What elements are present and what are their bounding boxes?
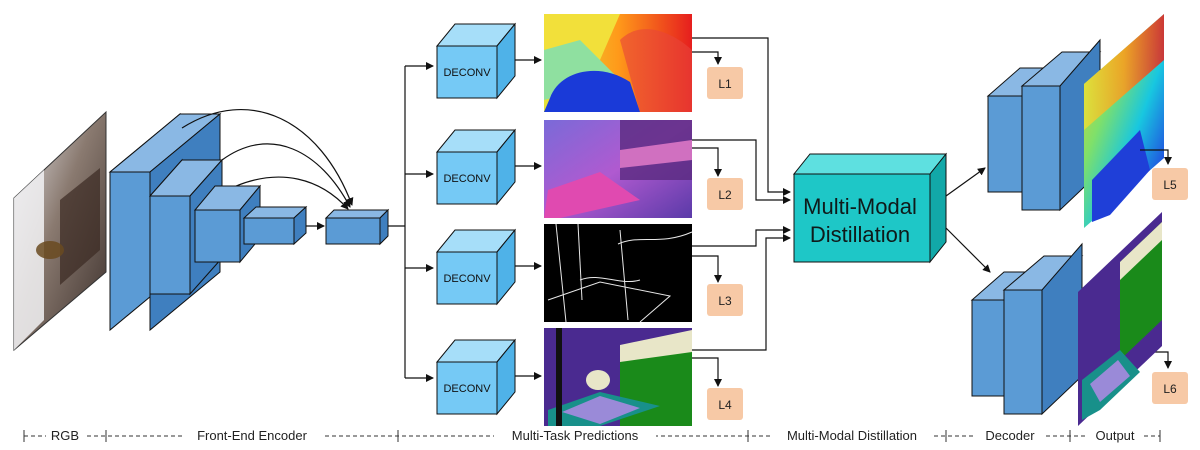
edge-prediction-image — [544, 223, 693, 323]
distillation-to-decoder-arrows — [945, 167, 991, 273]
distillation-label-line1: Multi-Modal — [803, 194, 917, 219]
output-segmentation-image — [1078, 212, 1162, 426]
stage-label-distillation: Multi-Modal Distillation — [787, 428, 917, 443]
deconv-label: DECONV — [443, 273, 491, 285]
loss-label: L4 — [718, 398, 732, 412]
stage-label-encoder: Front-End Encoder — [197, 428, 308, 443]
loss-box-l4: L4 — [707, 388, 743, 420]
deconv-label: DECONV — [443, 67, 491, 79]
rgb-input-image — [13, 110, 107, 352]
loss-label: L1 — [718, 77, 732, 91]
skip-connections — [181, 109, 354, 230]
loss-box-l3: L3 — [707, 284, 743, 316]
loss-box-l6: L6 — [1152, 372, 1188, 404]
deconv-block-2: DECONV — [435, 128, 517, 206]
encoder-block-5 — [324, 208, 390, 246]
deconv-label: DECONV — [443, 383, 491, 395]
loss-box-l2: L2 — [707, 178, 743, 210]
multi-modal-distillation-block: Multi-Modal Distillation — [792, 152, 948, 264]
loss-label: L6 — [1163, 382, 1177, 396]
prediction-to-loss-arrows — [692, 51, 722, 387]
depth-prediction-image — [544, 14, 692, 113]
loss-label: L2 — [718, 188, 732, 202]
stage-label-rgb: RGB — [51, 428, 79, 443]
semantic-segmentation-prediction-image — [544, 328, 692, 426]
loss-label: L3 — [718, 294, 732, 308]
deconv-to-prediction-arrows — [515, 56, 542, 380]
surface-normal-prediction-image — [544, 120, 692, 218]
stage-label-output: Output — [1095, 428, 1134, 443]
output-depth-image — [1084, 14, 1164, 228]
decoder-block-top — [986, 38, 1102, 212]
loss-box-l5: L5 — [1152, 168, 1188, 200]
decoder-block-bottom — [970, 242, 1084, 416]
loss-box-l1: L1 — [707, 67, 743, 99]
deconv-block-1: DECONV — [435, 22, 517, 100]
deconv-block-3: DECONV — [435, 228, 517, 306]
loss-label: L5 — [1163, 178, 1177, 192]
deconv-block-4: DECONV — [435, 338, 517, 416]
stage-label-decoder: Decoder — [985, 428, 1035, 443]
stage-labels: RGB Front-End Encoder Multi-Task Predict… — [46, 427, 1142, 445]
stage-label-multitask: Multi-Task Predictions — [512, 428, 639, 443]
branch-arrows — [388, 62, 434, 382]
deconv-label: DECONV — [443, 173, 491, 185]
distillation-label-line2: Distillation — [810, 222, 910, 247]
prediction-to-distillation-arrows — [692, 37, 791, 351]
encoder-block-4 — [242, 205, 308, 246]
